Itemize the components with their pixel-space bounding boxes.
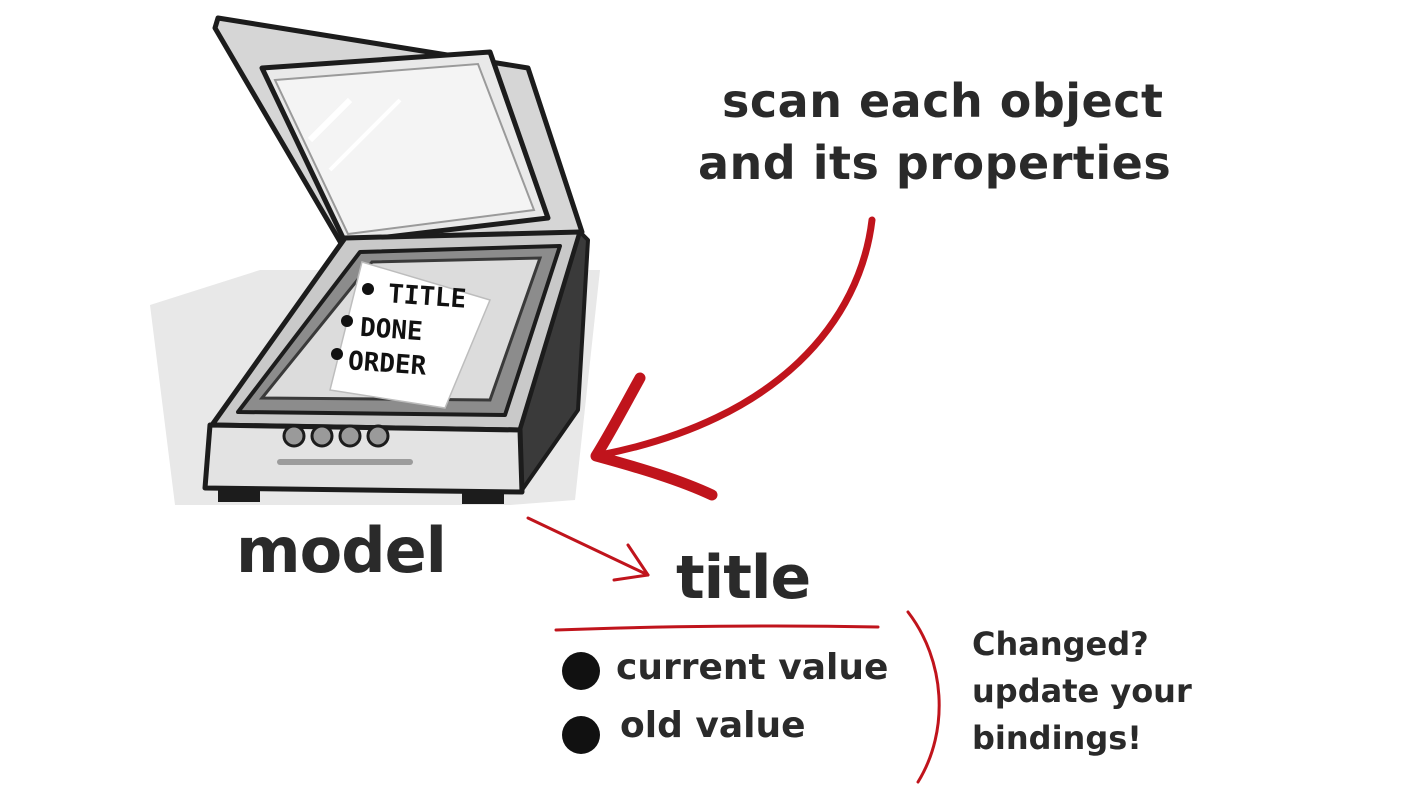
value-brace [906, 610, 941, 784]
bullet-old-value [562, 716, 600, 754]
changed-note-line-1: Changed? [972, 625, 1149, 663]
title-underline [554, 624, 880, 632]
caption-line-1: scan each object [722, 74, 1164, 128]
scanner-foot-left [218, 490, 260, 502]
property-name: title [676, 543, 811, 613]
changed-note-line-2: update your [972, 672, 1192, 710]
bullet-order [331, 348, 343, 360]
document-item-order: ORDER [347, 346, 428, 382]
bullet-title [362, 283, 374, 295]
bullet-done [341, 315, 353, 327]
scanner-foot-right [462, 492, 504, 504]
scanner-button-2 [310, 424, 334, 448]
model-to-title-arrow [526, 516, 650, 582]
property-item-old-value: old value [620, 705, 806, 746]
document-item-done: DONE [359, 312, 424, 348]
scanner-button-1 [282, 424, 306, 448]
scan-arrow [590, 216, 876, 501]
document-item-title: TITLE [387, 279, 468, 315]
bullet-current-value [562, 652, 600, 690]
model-label: model [236, 514, 447, 587]
property-item-current-value: current value [616, 647, 889, 688]
scanner-lid [212, 15, 585, 253]
changed-note-line-3: bindings! [972, 719, 1142, 757]
scanner-base [202, 229, 590, 504]
scanned-document [329, 261, 492, 409]
caption-line-2: and its properties [698, 136, 1172, 190]
scanner-button-3 [338, 424, 362, 448]
scanner-button-4 [366, 424, 390, 448]
